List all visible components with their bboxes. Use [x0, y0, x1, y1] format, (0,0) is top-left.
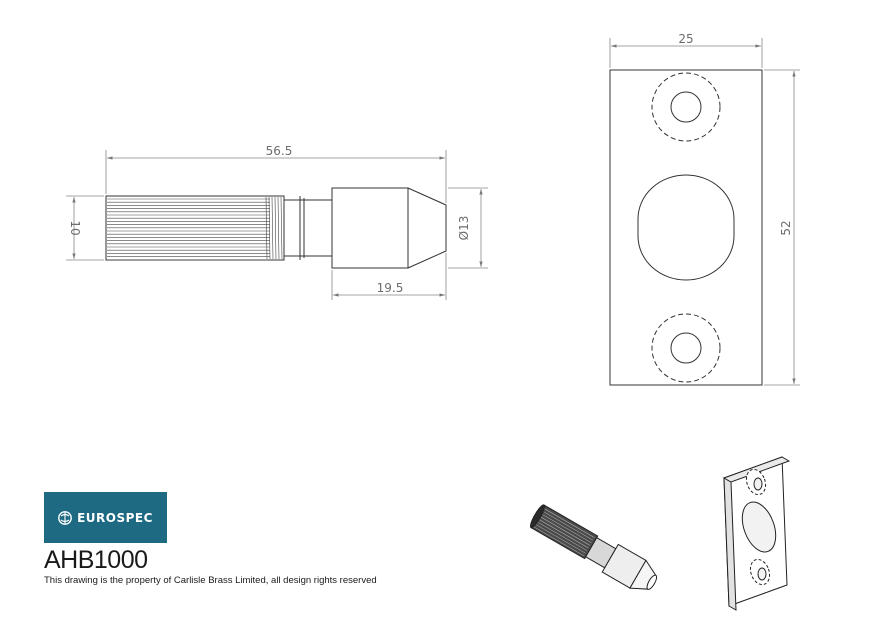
- plate-countersink-bottom: [651, 313, 721, 383]
- bolt-dimensions: [66, 150, 488, 300]
- plate-countersink-top: [651, 72, 721, 142]
- dim-shank-diameter: 10: [68, 220, 82, 235]
- plate-isometric: [722, 456, 791, 611]
- copyright-notice: This drawing is the property of Carlisle…: [44, 575, 377, 586]
- dim-head-length: 19.5: [377, 281, 404, 295]
- bolt-nose: [407, 187, 447, 269]
- bolt-neck: [284, 196, 332, 260]
- knurl-lines: [107, 196, 283, 261]
- dim-overall-length: 56.5: [266, 144, 293, 158]
- plate-outline: [609, 69, 763, 386]
- plate-screw-hole-top: [670, 91, 702, 123]
- dim-plate-width: 25: [678, 32, 693, 46]
- brand-name: EUROSPEC: [77, 510, 153, 525]
- dim-plate-height: 52: [779, 220, 793, 235]
- bolt-side-view: [105, 187, 447, 269]
- globe-icon: [58, 510, 72, 525]
- product-code: AHB1000: [44, 546, 148, 574]
- bolt-head: [331, 187, 409, 269]
- plate-bolt-aperture: [637, 174, 735, 281]
- strike-plate-view: [609, 69, 763, 386]
- plate-screw-hole-bottom: [670, 332, 702, 364]
- bolt-isometric: [530, 504, 658, 590]
- brand-logo: EUROSPEC: [44, 492, 167, 543]
- dim-head-diameter: Ø13: [457, 216, 471, 241]
- plate-dimensions: [609, 38, 800, 386]
